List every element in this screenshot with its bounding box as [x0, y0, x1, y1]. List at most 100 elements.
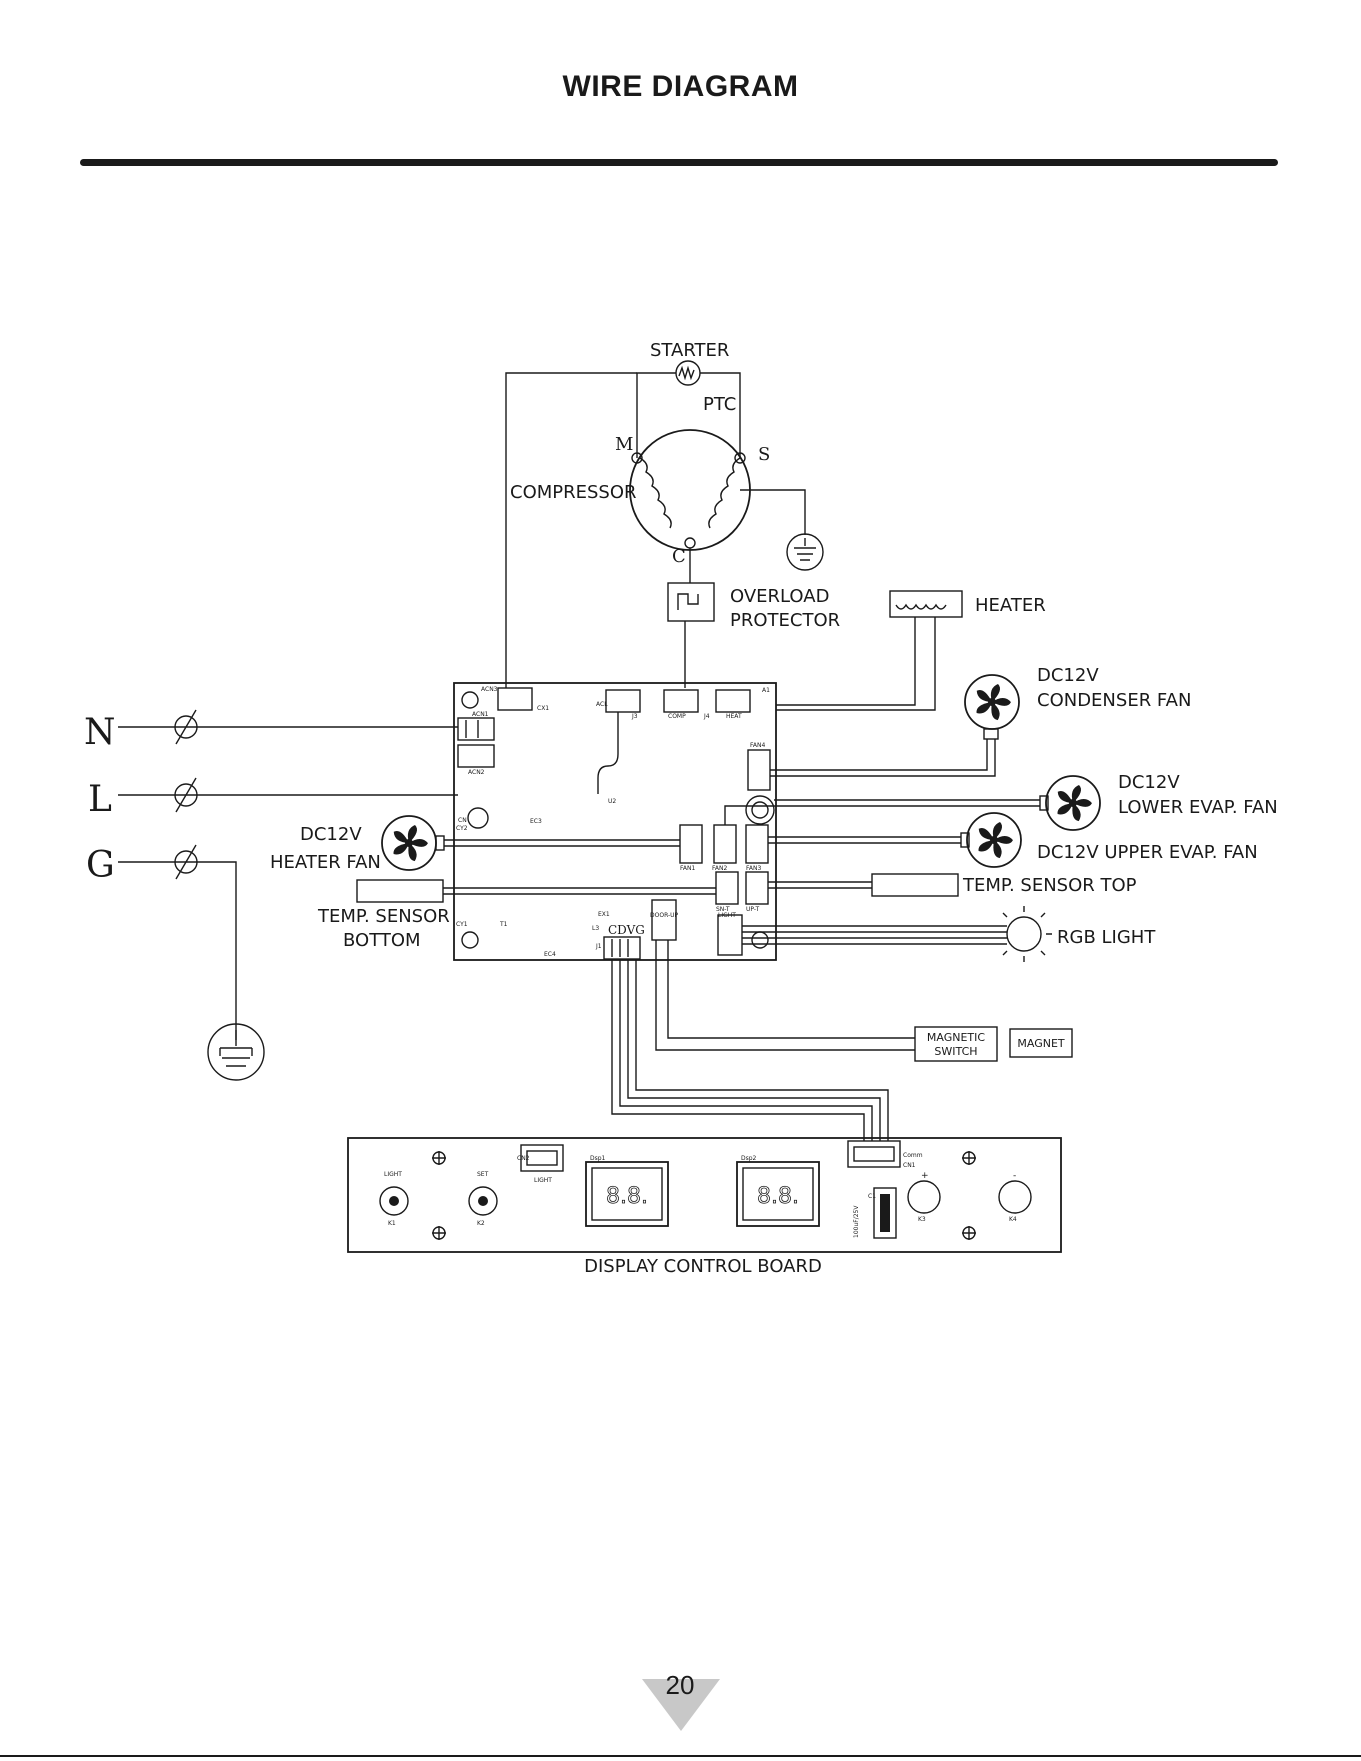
- pcb-label: ACN3: [481, 686, 498, 693]
- temp-sensor-top-group: TEMP. SENSOR TOP: [768, 873, 1137, 897]
- wire: [611, 959, 865, 1141]
- connector-fan3: [745, 824, 769, 864]
- display-board-label: DISPLAY CONTROL BOARD: [584, 1256, 822, 1277]
- cn2-light-label: LIGHT: [534, 1177, 552, 1184]
- magnet-icon: [1009, 1028, 1073, 1058]
- wire: [636, 372, 676, 458]
- pcb-label: LIGHT: [718, 912, 736, 919]
- earth-ground-icon: [207, 1023, 265, 1081]
- fan-connector-icon: [960, 832, 970, 848]
- terminal-screw-icon: [174, 783, 198, 807]
- wire: [776, 617, 916, 706]
- display-dsp2: [736, 1161, 820, 1227]
- terminal-screw-icon: [175, 709, 197, 745]
- protector-label: PROTECTOR: [730, 610, 840, 631]
- capacitor-c1-icon: [873, 1187, 897, 1239]
- k4-key-button[interactable]: [998, 1180, 1032, 1214]
- title-divider: [80, 159, 1278, 166]
- c1-label: C1: [868, 1193, 876, 1200]
- rgb-light-group: RGB LIGHT: [742, 906, 1156, 962]
- pcb-label: FAN1: [680, 865, 695, 872]
- pcb-label: FAN3: [746, 865, 761, 872]
- fan-connector-icon: [435, 835, 445, 851]
- page-title: WIRE DIAGRAM: [562, 70, 799, 103]
- dsp1-label: Dsp1: [590, 1155, 606, 1162]
- pcb-label: EC3: [530, 818, 542, 825]
- heater-icon: [889, 590, 963, 618]
- condenser-fan-group: DC12V CONDENSER FAN: [770, 665, 1191, 777]
- terminal-l-label: L: [88, 779, 112, 820]
- pcb-label: CN: [458, 817, 467, 824]
- pcb-label: ACN2: [468, 769, 485, 776]
- connector-fan4: [747, 749, 771, 791]
- comm-label: Comm: [903, 1152, 923, 1159]
- temp-sensor-bottom-label: TEMP. SENSOR: [317, 906, 450, 927]
- key-k3-label: K3: [918, 1216, 926, 1223]
- heater-fan-group: DC12V HEATER FAN: [270, 815, 680, 873]
- connector-fan2: [713, 824, 737, 864]
- display-cable: [611, 959, 889, 1141]
- light-key-button[interactable]: [379, 1186, 409, 1216]
- fan-blades-icon: [1057, 785, 1092, 822]
- dsp1-digits: 8.8.: [606, 1184, 648, 1209]
- mounting-hole-icon: [461, 691, 479, 709]
- overload-switch-icon: [677, 593, 699, 610]
- pcb-label: L3: [592, 925, 599, 932]
- ptc-label: PTC: [703, 394, 736, 415]
- cn1-label: CN1: [903, 1162, 916, 1169]
- pcb-label: J4: [703, 713, 710, 720]
- magnetic-switch-group: MAGNETIC SWITCH MAGNET: [655, 940, 1073, 1062]
- connector-acn3: [497, 687, 533, 711]
- wire: [770, 739, 996, 777]
- pcb-label: EC4: [544, 951, 556, 958]
- set-key-button[interactable]: [468, 1186, 498, 1216]
- mounting-hole-icon: [751, 931, 769, 949]
- pcb-label: SN-T: [716, 906, 730, 913]
- capacitor-c1-fill: [880, 1194, 890, 1232]
- pcb-label: U2: [608, 798, 616, 805]
- temp-sensor-bottom-icon: [356, 879, 444, 903]
- wire: [635, 959, 889, 1141]
- starter-label: STARTER: [650, 340, 729, 361]
- connector-acn1: [457, 717, 495, 741]
- dsp2-digits: 8.8.: [757, 1184, 799, 1209]
- fan-connector-icon: [1039, 795, 1049, 811]
- terminal-screw-icon: [174, 850, 198, 874]
- connector-round-icon: [745, 795, 775, 825]
- power-terminals: N L G: [84, 709, 458, 1081]
- connector-door-up: [651, 899, 677, 941]
- upper-fan-label: DC12V UPPER EVAP. FAN: [1037, 842, 1258, 863]
- magnetic-switch-sub-label: SWITCH: [934, 1045, 977, 1058]
- terminal-m-label: M: [615, 434, 633, 455]
- pcb-label: J3: [631, 713, 638, 720]
- page-number-marker-icon: [642, 1679, 720, 1731]
- main-control-board: ACN3 ACN1 ACN2 CX1 ACL J3 COMP J4 HEAT A…: [453, 682, 777, 961]
- k3-key-button[interactable]: [907, 1180, 941, 1214]
- display-dsp1-inner: [591, 1167, 663, 1221]
- connector-snt: [715, 871, 739, 905]
- terminal-c-icon: [684, 537, 696, 549]
- wire-g: [118, 861, 237, 1040]
- connector-cn1: [847, 1140, 901, 1168]
- wire: [700, 372, 741, 458]
- overload-label: OVERLOAD: [730, 586, 829, 607]
- wire: [740, 489, 806, 535]
- condenser-fan-voltage-label: DC12V: [1037, 665, 1099, 686]
- wire: [655, 940, 915, 1051]
- pcb-label: DOOR-UP: [650, 912, 679, 919]
- pcb-label: EX1: [598, 911, 610, 918]
- mounting-hole-icon: [461, 931, 479, 949]
- upper-evap-fan-icon: [966, 812, 1022, 868]
- magnetic-switch-icon: [914, 1026, 998, 1062]
- pcb-label: UP-T: [746, 906, 759, 913]
- pcb-label: CY1: [456, 921, 468, 928]
- key-set-label: SET: [477, 1171, 489, 1178]
- wire: [505, 372, 637, 688]
- capacitor-icon: [467, 807, 489, 829]
- fan-blades-icon: [393, 825, 428, 862]
- display-dsp2-inner: [742, 1167, 814, 1221]
- pcb-label: FAN2: [712, 865, 727, 872]
- pcb-label: CY2: [456, 825, 468, 832]
- connector-cn2: [520, 1144, 564, 1172]
